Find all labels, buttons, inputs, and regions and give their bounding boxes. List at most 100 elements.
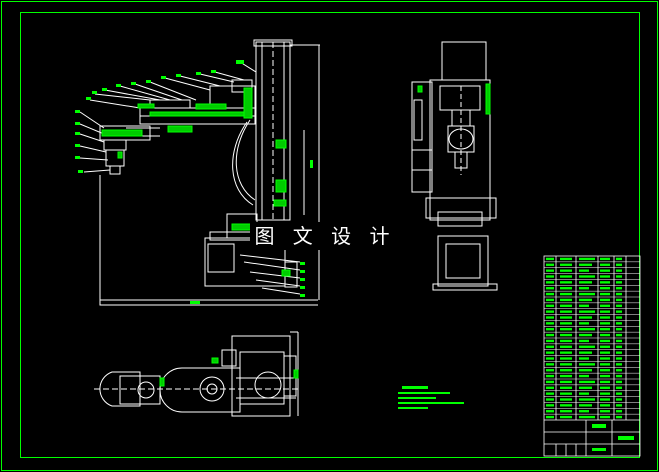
parts-entry-mark [616, 328, 622, 331]
parts-entry-mark [616, 281, 622, 284]
parts-entry-mark [546, 328, 554, 331]
parts-entry-mark [560, 345, 572, 348]
parts-entry-mark [600, 322, 610, 325]
technical-notes [398, 386, 464, 409]
parts-entry-mark [579, 310, 595, 313]
parts-entry-mark [616, 304, 622, 307]
parts-entry-mark [560, 292, 572, 296]
parts-entry-mark [579, 404, 592, 407]
parts-entry-mark [600, 281, 610, 284]
parts-entry-mark [579, 281, 592, 284]
parts-entry-mark [560, 386, 572, 389]
parts-entry-mark [560, 333, 572, 337]
parts-entry-mark [546, 374, 554, 378]
parts-entry-mark [546, 392, 554, 395]
parts-entry-mark [616, 339, 622, 343]
parts-entry-mark [600, 410, 610, 413]
parts-entry-mark [546, 304, 554, 307]
front-elevation-balloons [75, 60, 313, 304]
parts-entry-mark [600, 269, 610, 272]
parts-entry-mark [600, 298, 610, 302]
side-elevation-view [411, 41, 498, 291]
front-elevation-highlights [101, 87, 291, 277]
parts-entry-mark [616, 386, 622, 389]
parts-entry-mark [560, 257, 572, 261]
parts-entry-mark [600, 369, 610, 372]
parts-entry-mark [560, 404, 572, 407]
parts-entry-mark [579, 275, 595, 278]
parts-entry-mark [616, 380, 622, 384]
parts-entry-mark [600, 333, 610, 337]
parts-list-table [543, 255, 641, 457]
parts-entry-mark [579, 410, 589, 413]
parts-entry-mark [546, 339, 554, 343]
parts-entry-mark [579, 333, 592, 337]
parts-entry-mark [579, 298, 592, 302]
parts-entry-mark [600, 275, 610, 278]
parts-entry-mark [579, 257, 595, 261]
parts-entry-mark [616, 345, 622, 348]
parts-entry-mark [560, 316, 572, 319]
parts-entry-mark [600, 287, 610, 290]
parts-entry-mark [616, 398, 622, 401]
parts-entry-mark [600, 328, 610, 331]
parts-entry-mark [600, 310, 610, 313]
parts-entry-mark [600, 257, 610, 261]
parts-entry-mark [616, 275, 622, 278]
parts-entry-mark [616, 392, 622, 395]
parts-entry-mark [579, 263, 592, 266]
parts-entry-mark [579, 339, 589, 343]
parts-entry-mark [616, 374, 622, 378]
parts-entry-mark [600, 392, 610, 395]
parts-entry-mark [579, 380, 595, 384]
parts-entry-mark [600, 292, 610, 296]
parts-entry-mark [560, 363, 572, 366]
parts-entry-mark [600, 415, 610, 419]
parts-entry-mark [546, 380, 554, 384]
parts-entry-mark [546, 292, 554, 296]
parts-entry-mark [616, 310, 622, 313]
parts-entry-mark [560, 380, 572, 384]
parts-entry-mark [546, 351, 554, 354]
parts-entry-mark [579, 392, 589, 395]
parts-entry-mark [546, 410, 554, 413]
parts-entry-mark [579, 398, 595, 401]
parts-entry-mark [616, 369, 622, 372]
watermark-text: 图 文 设 计 [250, 222, 400, 250]
parts-entry-mark [560, 392, 572, 395]
parts-entry-mark [560, 310, 572, 313]
parts-entry-mark [600, 357, 610, 360]
parts-entry-mark [600, 345, 610, 348]
parts-entry-mark [560, 322, 572, 325]
parts-entry-mark [616, 316, 622, 319]
parts-entry-mark [560, 281, 572, 284]
parts-entry-mark [546, 263, 554, 266]
parts-entry-mark [579, 363, 595, 366]
parts-entry-mark [579, 316, 592, 319]
parts-entry-mark [616, 292, 622, 296]
parts-entry-mark [579, 287, 589, 290]
parts-entry-mark [560, 415, 572, 419]
parts-entry-mark [616, 322, 622, 325]
parts-entry-mark [546, 269, 554, 272]
parts-entry-mark [600, 304, 610, 307]
parts-entry-mark [616, 269, 622, 272]
parts-entry-mark [616, 333, 622, 337]
parts-entry-mark [616, 257, 622, 261]
parts-entry-mark [616, 298, 622, 302]
parts-entry-mark [546, 415, 554, 419]
parts-entry-mark [546, 281, 554, 284]
parts-entry-mark [560, 275, 572, 278]
parts-entry-mark [600, 351, 610, 354]
parts-entry-mark [616, 357, 622, 360]
parts-entry-mark [546, 333, 554, 337]
parts-entry-mark [579, 374, 589, 378]
parts-entry-mark [579, 322, 589, 325]
parts-entry-mark [579, 369, 592, 372]
parts-entry-mark [560, 398, 572, 401]
top-plan-highlights [159, 357, 299, 387]
parts-entry-mark [600, 398, 610, 401]
parts-entry-mark [579, 351, 592, 354]
parts-entry-mark [560, 269, 572, 272]
